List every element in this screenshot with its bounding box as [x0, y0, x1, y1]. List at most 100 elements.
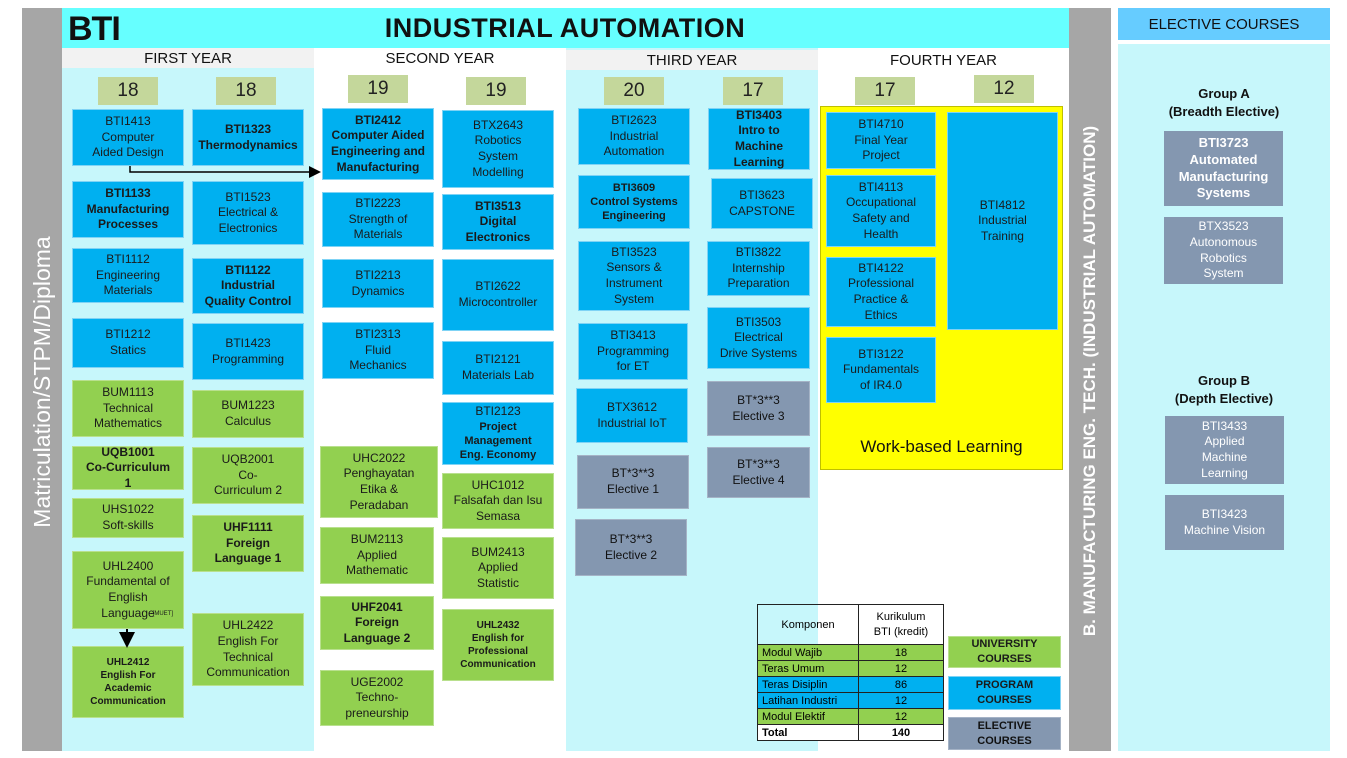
course-bti2223[interactable]: BTI2223 Strength of Materials: [322, 192, 434, 247]
credits-y1s2: 18: [216, 77, 276, 105]
course-btx3612[interactable]: BTX3612 Industrial IoT: [576, 388, 688, 443]
credit-table-total-row: Total 140: [757, 724, 944, 741]
second-year-header: SECOND YEAR: [314, 48, 566, 68]
course-bti1133[interactable]: BTI1133 Manufacturing Processes: [72, 181, 184, 238]
elective-bti3423[interactable]: BTI3423 Machine Vision: [1165, 495, 1284, 550]
page-title: INDUSTRIAL AUTOMATION: [384, 13, 746, 43]
course-bti3413[interactable]: BTI3413 Programming for ET: [578, 323, 688, 380]
work-based-learning-label: Work-based Learning: [860, 437, 1023, 456]
right-banner: [1069, 8, 1111, 751]
group-a-label: Group A (Breadth Elective): [1168, 86, 1280, 120]
credits-y3s1: 20: [604, 77, 664, 105]
credits-y1s1: 18: [98, 77, 158, 105]
course-uhs1022[interactable]: UHS1022 Soft-skills: [72, 498, 184, 538]
arrow-bti1413-to-bti2412: [129, 166, 321, 178]
course-uqb2001[interactable]: UQB2001 Co- Curriculum 2: [192, 447, 304, 504]
legend-elective-courses: ELECTIVE COURSES: [948, 717, 1061, 750]
course-bti2622[interactable]: BTI2622 Microcontroller: [442, 259, 554, 331]
course-bti1122[interactable]: BTI1122 Industrial Quality Control: [192, 258, 304, 314]
course-uhf1111[interactable]: UHF1111 Foreign Language 1: [192, 515, 304, 572]
course-bti4122[interactable]: BTI4122 Professional Practice & Ethics: [826, 257, 936, 327]
elective-courses-header-text: ELECTIVE COURSES: [1148, 15, 1300, 33]
course-elective-3[interactable]: BT*3**3 Elective 3: [707, 381, 810, 436]
course-bti1413[interactable]: BTI1413 Computer Aided Design: [72, 109, 184, 166]
fourth-year-header: FOURTH YEAR: [818, 50, 1069, 70]
course-bum2413[interactable]: BUM2413 Applied Statistic: [442, 537, 554, 599]
course-btx2643[interactable]: BTX2643 Robotics System Modelling: [442, 110, 554, 188]
course-bti2213[interactable]: BTI2213 Dynamics: [322, 259, 434, 308]
course-bti2412[interactable]: BTI2412 Computer Aided Engineering and M…: [322, 108, 434, 180]
course-uqb1001[interactable]: UQB1001 Co-Curriculum 1: [72, 445, 184, 490]
course-uge2002[interactable]: UGE2002 Techno- preneurship: [320, 670, 434, 726]
course-uhc2022[interactable]: UHC2022 Penghayatan Etika & Peradaban: [320, 446, 438, 518]
credit-table-row: Teras Umum 12: [757, 660, 944, 677]
course-bti2313[interactable]: BTI2313 Fluid Mechanics: [322, 322, 434, 379]
course-bum2113[interactable]: BUM2113 Applied Mathematic: [320, 527, 434, 584]
credit-row-value: 12: [858, 660, 944, 677]
course-bti1212[interactable]: BTI1212 Statics: [72, 318, 184, 368]
left-banner: [22, 8, 62, 751]
course-elective-1[interactable]: BT*3**3 Elective 1: [577, 455, 689, 509]
course-bti3122[interactable]: BTI3122 Fundamentals of IR4.0: [826, 337, 936, 403]
course-elective-4[interactable]: BT*3**3 Elective 4: [707, 447, 810, 498]
course-bum1113[interactable]: BUM1113 Technical Mathematics: [72, 380, 184, 437]
course-bti1423[interactable]: BTI1423 Programming: [192, 323, 304, 380]
elective-bti3723[interactable]: BTI3723 Automated Manufacturing Systems: [1164, 131, 1283, 206]
course-bti1323[interactable]: BTI1323 Thermodynamics: [192, 109, 304, 166]
credit-table: Komponen Kurikulum BTI (kredit) Modul Wa…: [757, 604, 944, 741]
course-bti2123[interactable]: BTI2123 Project Management Eng. Economy: [442, 402, 554, 465]
credit-row-value: 18: [858, 644, 944, 661]
course-bti3403[interactable]: BTI3403 Intro to Machine Learning: [708, 108, 810, 170]
course-bti3609[interactable]: BTI3609 Control Systems Engineering: [578, 175, 690, 229]
credits-y4s1: 17: [855, 77, 915, 105]
course-uhl2412[interactable]: UHL2412 English For Academic Communicati…: [72, 646, 184, 718]
credits-y3s2: 17: [723, 77, 783, 105]
credit-row-name: Modul Elektif: [757, 708, 859, 725]
credit-row-value: 86: [858, 676, 944, 693]
credit-table-header-komponen: Komponen: [757, 604, 859, 645]
course-bti2121[interactable]: BTI2121 Materials Lab: [442, 341, 554, 395]
course-bti1523[interactable]: BTI1523 Electrical & Electronics: [192, 181, 304, 245]
first-year-header: FIRST YEAR: [62, 48, 314, 68]
elective-bti3433[interactable]: BTI3433 Applied Machine Learning: [1165, 416, 1284, 484]
course-uhl2400-text: UHL2400 Fundamental of English Language: [86, 558, 170, 620]
credit-row-value: 12: [858, 692, 944, 709]
course-bti2623[interactable]: BTI2623 Industrial Automation: [578, 108, 690, 165]
course-uhl2400[interactable]: UHL2400 Fundamental of English Language …: [72, 551, 184, 629]
credit-total-value: 140: [858, 724, 944, 741]
course-bti1112[interactable]: BTI1112 Engineering Materials: [72, 248, 184, 303]
credit-table-row: Modul Wajib 18: [757, 644, 944, 661]
elective-courses-header: ELECTIVE COURSES: [1118, 8, 1330, 40]
course-bum1223[interactable]: BUM1223 Calculus: [192, 390, 304, 438]
course-bti4113[interactable]: BTI4113 Occupational Safety and Health: [826, 175, 936, 247]
course-bti3822[interactable]: BTI3822 Internship Preparation: [707, 241, 810, 296]
course-uhl2432[interactable]: UHL2432 English for Professional Communi…: [442, 609, 554, 681]
elective-btx3523[interactable]: BTX3523 Autonomous Robotics System: [1164, 217, 1283, 284]
course-bti4710[interactable]: BTI4710 Final Year Project: [826, 112, 936, 169]
course-bti3523[interactable]: BTI3523 Sensors & Instrument System: [578, 241, 690, 311]
title-bar: [62, 8, 1069, 48]
credits-y2s2: 19: [466, 77, 526, 105]
right-banner-text: B. MANUFACTURING ENG. TECH. (INDUSTRIAL …: [1080, 125, 1099, 637]
course-uhc1012[interactable]: UHC1012 Falsafah dan Isu Semasa: [442, 473, 554, 529]
course-bti3623[interactable]: BTI3623 CAPSTONE: [711, 178, 813, 229]
logo: BTI: [68, 10, 121, 48]
course-uhf2041[interactable]: UHF2041 Foreign Language 2: [320, 596, 434, 650]
course-bti3513[interactable]: BTI3513 Digital Electronics: [442, 194, 554, 250]
legend-program-courses: PROGRAM COURSES: [948, 676, 1061, 710]
credits-y2s1: 19: [348, 75, 408, 103]
course-bti4812[interactable]: BTI4812 Industrial Training: [947, 112, 1058, 330]
credit-row-name: Modul Wajib: [757, 644, 859, 661]
credits-y4s2: 12: [974, 75, 1034, 103]
credit-row-name: Teras Disiplin: [757, 676, 859, 693]
credit-row-name: Teras Umum: [757, 660, 859, 677]
group-b-label: Group B (Depth Elective): [1174, 373, 1274, 407]
course-bti3503[interactable]: BTI3503 Electrical Drive Systems: [707, 307, 810, 369]
course-uhl2422[interactable]: UHL2422 English For Technical Communicat…: [192, 613, 304, 686]
credit-total-label: Total: [757, 724, 859, 741]
third-year-header: THIRD YEAR: [566, 50, 818, 70]
credit-row-name: Latihan Industri: [757, 692, 859, 709]
course-uhl2400-suffix: -[MUET]: [150, 611, 173, 618]
course-elective-2[interactable]: BT*3**3 Elective 2: [575, 519, 687, 576]
